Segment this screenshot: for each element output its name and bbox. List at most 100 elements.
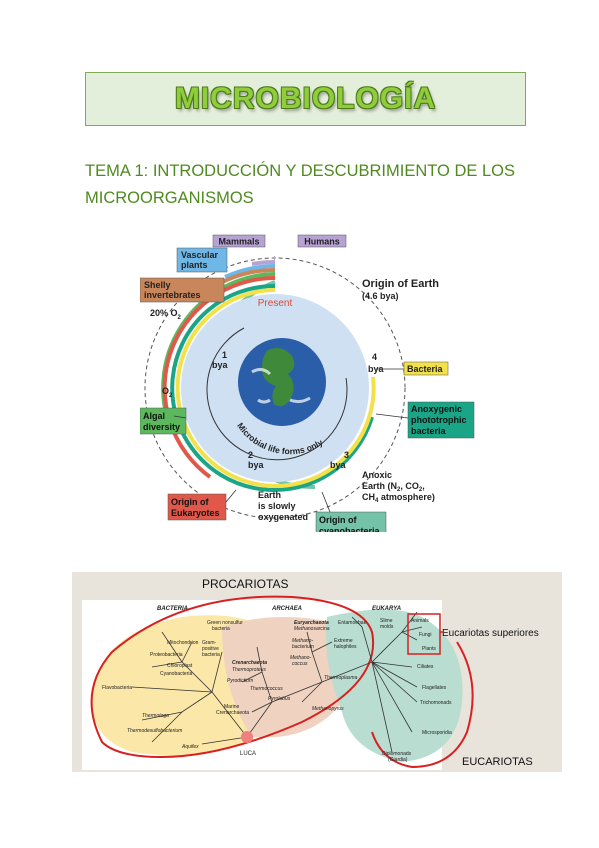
label-trichomonads: Trichomonads xyxy=(420,700,452,706)
document-title: MICROBIOLOGÍA xyxy=(174,82,437,115)
label-pyrolobus: Pyrolobus xyxy=(268,696,291,702)
label-slime-1: Slime xyxy=(380,618,393,624)
label-bacteria: Bacteria xyxy=(407,364,444,374)
label-diplomonads-2: (Giardia) xyxy=(388,757,408,763)
ring-vascular xyxy=(224,264,276,279)
label-eukaryotes-2: Eukaryotes xyxy=(171,508,220,518)
box-algal xyxy=(140,407,187,435)
label-mitochondrion: Mitochondrion xyxy=(167,640,199,646)
label-fungi: Fungi xyxy=(419,632,432,638)
label-3bya-num: 3 xyxy=(344,450,349,460)
zone-archaea xyxy=(222,617,350,738)
box-mammals xyxy=(212,234,266,248)
label-earth-3: oxygenated xyxy=(258,512,308,522)
label-gram-3: bacteria xyxy=(202,652,220,658)
label-thermodesulfo: Thermodesulfobacterium xyxy=(127,728,182,734)
label-slime-2: molds xyxy=(380,624,394,630)
leader-cyano xyxy=(321,491,331,513)
label-diplomonads-1: Diplomonads xyxy=(382,751,412,757)
label-extreme-2: halophiles xyxy=(334,644,357,650)
label-marine-2: Crenarchaeota xyxy=(216,710,249,716)
label-gram-2: positive xyxy=(202,646,219,652)
phylogenetic-tree-figure: LUCA BACTERIA ARCHAEA EUKARYA PROCARIOTA… xyxy=(72,572,562,772)
label-anoxic-1: Anoxic xyxy=(362,470,392,480)
label-methanopyrus: Methanopyrus xyxy=(312,706,344,712)
label-entamoebae: Entamoebae xyxy=(338,620,367,626)
box-bacteria xyxy=(403,361,449,376)
label-marine-1: Marine xyxy=(224,704,240,710)
leader-algal xyxy=(173,415,187,419)
ring-mammals xyxy=(251,259,276,266)
label-microsporidia: Microsporidia xyxy=(422,730,452,736)
earth-clouds xyxy=(251,367,311,404)
label-methano-1: Methano- xyxy=(292,638,313,644)
label-shelly-2: invertebrates xyxy=(144,290,201,300)
highlight-box xyxy=(407,613,441,655)
zone-eukarya xyxy=(326,609,463,762)
ring-eukaryotes xyxy=(162,275,276,479)
label-vascular-1: Vascular xyxy=(181,250,219,260)
label-3bya-unit: bya xyxy=(330,460,347,470)
label-methanococcus-1: Methano- xyxy=(290,655,311,661)
label-methanosarcina: Methanosarcina xyxy=(294,626,330,632)
leader-anoxygenic xyxy=(375,413,409,419)
label-4bya-num: 4 xyxy=(372,352,377,362)
label-anoxic-3: CH4 atmosphere) xyxy=(362,492,435,504)
label-thermoproteus: Thermoproteus xyxy=(232,667,266,673)
label-methanococcus-2: coccus xyxy=(292,661,308,667)
label-cyano-2: cyanobacteria xyxy=(319,526,381,532)
label-green-nonsulfur-1: Green nonsulfur xyxy=(207,620,243,626)
label-1bya-num: 1 xyxy=(222,350,227,360)
label-extreme-1: Extreme xyxy=(334,638,353,644)
label-procariotas: PROCARIOTAS xyxy=(202,577,288,591)
label-thermococcus: Thermococcus xyxy=(250,686,283,692)
label-earth-1: Earth xyxy=(258,490,281,500)
tree-branches xyxy=(131,611,423,753)
label-origin-earth: Origin of Earth xyxy=(362,278,439,290)
label-2bya-num: 2 xyxy=(248,450,253,460)
header-archaea: ARCHAEA xyxy=(271,606,302,612)
label-1bya-unit: bya xyxy=(212,360,229,370)
label-humans: Humans xyxy=(304,237,340,247)
outline-procariotas xyxy=(90,595,375,759)
label-mammals: Mammals xyxy=(218,237,259,247)
document-subtitle: TEMA 1: INTRODUCCIÓN Y DESCUBRIMIENTO DE… xyxy=(85,162,515,207)
label-cyanobacteria: Cyanobacteria xyxy=(160,671,192,677)
label-methano-2: bacterium xyxy=(292,644,314,650)
header-eukarya: EUKARYA xyxy=(372,606,401,612)
label-eucariotas: EUCARIOTAS xyxy=(462,756,533,768)
earth-timeline-figure: Present Origin of Earth (4.6 bya) 1 bya … xyxy=(140,234,475,532)
label-anox-3: bacteria xyxy=(411,426,447,436)
label-chloroplast: Chloroplast xyxy=(167,663,193,669)
label-algal-1: Algal xyxy=(143,411,165,421)
label-green-nonsulfur-2: bacteria xyxy=(212,626,230,632)
outline-eucariotas xyxy=(371,641,474,769)
luca-node xyxy=(241,731,253,743)
label-plants: Plants xyxy=(422,646,436,652)
label-anox-2: phototrophic xyxy=(411,415,467,425)
inner-arrow-arc xyxy=(206,327,348,461)
label-origin-earth-sub: (4.6 bya) xyxy=(362,291,399,301)
leader-eukaryotes xyxy=(225,489,237,503)
box-cyanobacteria xyxy=(315,511,387,532)
label-o2: O2 xyxy=(162,386,173,399)
label-vascular-2: plants xyxy=(181,260,208,270)
title-box: MICROBIOLOGÍA xyxy=(85,72,526,126)
label-thermoplasma: Thermoplasma xyxy=(324,675,358,681)
box-anoxygenic xyxy=(407,401,475,439)
box-humans xyxy=(297,234,347,248)
earth-continent xyxy=(262,348,295,407)
label-algal-2: diversity xyxy=(143,422,180,432)
label-pyrodictium: Pyrodictium xyxy=(227,678,253,684)
label-20-o2: 20% O2 xyxy=(150,308,182,321)
box-shelly xyxy=(140,277,225,303)
label-earth-2: is slowly xyxy=(258,501,296,511)
label-shelly-1: Shelly xyxy=(144,280,171,290)
label-gram-1: Gram- xyxy=(202,640,217,646)
label-crenarchaeota: Crenarchaeota xyxy=(232,660,267,666)
label-proteobacteria: Proteobacteria xyxy=(150,652,183,658)
ring-bacteria xyxy=(175,288,376,488)
label-ciliates: Ciliates xyxy=(417,664,434,670)
label-2bya-unit: bya xyxy=(248,460,265,470)
header-bacteria: BACTERIA xyxy=(157,606,188,612)
